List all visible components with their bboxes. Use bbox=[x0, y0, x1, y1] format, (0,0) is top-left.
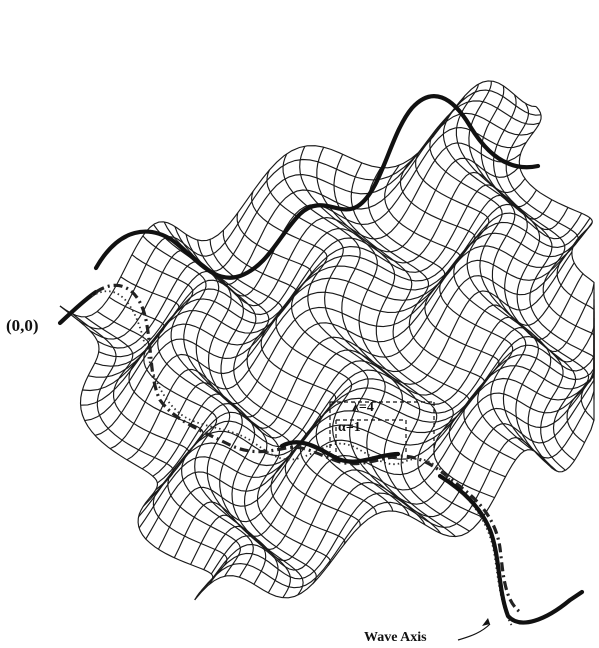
wave-axis-label: Wave Axis bbox=[364, 630, 427, 645]
origin-label: (0,0) bbox=[6, 316, 39, 335]
alpha-label: α=1 bbox=[338, 420, 361, 435]
lambda-label: λ=4 bbox=[352, 400, 374, 415]
